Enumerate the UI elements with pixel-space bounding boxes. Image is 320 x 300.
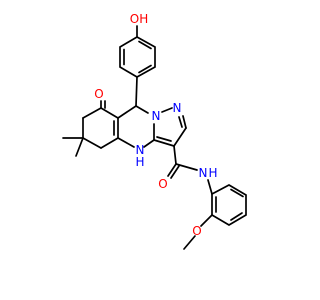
pyrazole-nitrogen-label: N bbox=[173, 101, 182, 115]
amide-hydrogen-label: H bbox=[208, 166, 217, 180]
bond-skeleton bbox=[62, 25, 247, 250]
ring-nh-hydrogen-label: H bbox=[135, 155, 144, 169]
amide-nitrogen-label: N bbox=[199, 166, 208, 180]
phenol-oh-label: OH bbox=[130, 12, 148, 26]
ring-nitrogen-label: N bbox=[152, 109, 161, 123]
amide-oxygen-label: O bbox=[158, 177, 167, 191]
molecule-structure: OH O N N N H O N H O bbox=[62, 12, 247, 250]
ketone-oxygen-label: O bbox=[94, 87, 103, 101]
atom-labels: OH O N N N H O N H O bbox=[94, 12, 217, 238]
ring-nh-nitrogen-label: N bbox=[136, 143, 145, 157]
methoxy-oxygen-label: O bbox=[192, 224, 201, 238]
